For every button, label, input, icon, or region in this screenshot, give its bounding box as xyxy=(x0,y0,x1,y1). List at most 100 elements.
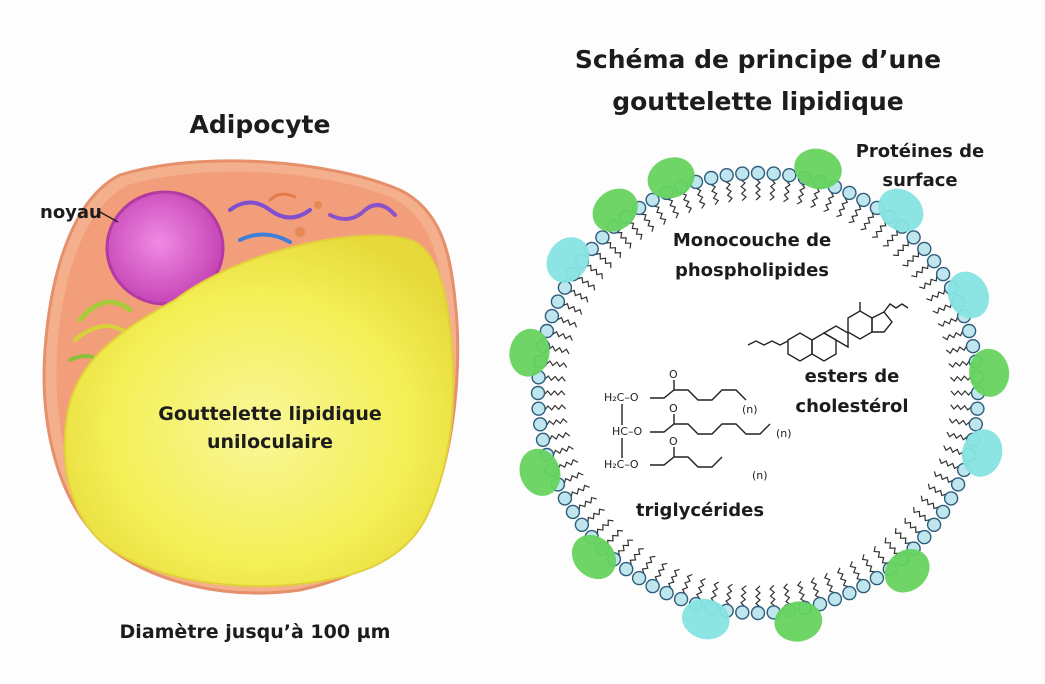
phospholipid-tail xyxy=(628,222,643,240)
esters-label-line1: esters de xyxy=(805,366,900,387)
phospholipid-tail xyxy=(882,229,899,247)
phospholipid-tail xyxy=(950,404,973,411)
schematic-title-line1: Schéma de principe d’une xyxy=(575,45,941,74)
phospholipid-tail xyxy=(904,517,922,534)
phospholipid-head xyxy=(926,254,942,269)
phospholipid-tail xyxy=(949,375,972,382)
phospholipid-head xyxy=(531,401,546,416)
phospholipid-tail xyxy=(810,577,821,599)
phospholipid-tail xyxy=(783,180,791,203)
tg-carbonyl-1: O xyxy=(669,368,678,381)
phospholipid-head xyxy=(595,230,610,245)
tg-row-2: HC–O xyxy=(612,425,642,438)
phospholipid-tail xyxy=(836,197,849,218)
phospholipid-head xyxy=(535,432,551,447)
phospholipid-tail xyxy=(948,360,971,368)
surface-proteins xyxy=(509,148,1010,642)
surface-protein xyxy=(884,548,930,593)
adipocyte-title: Adipocyte xyxy=(190,110,331,139)
phospholipid-head xyxy=(935,266,951,282)
phospholipid-tail xyxy=(740,179,747,202)
phospholipid-tail xyxy=(849,561,863,581)
phospholipid-tail xyxy=(950,390,973,396)
surface-protein xyxy=(519,448,561,496)
phospholipid-tail xyxy=(783,583,791,606)
phospholipid-tail xyxy=(937,316,959,328)
phospholipid-tail xyxy=(556,316,578,328)
phospholipid-tail xyxy=(654,562,668,583)
phospholipid-head xyxy=(827,591,843,607)
phospholipid-tail xyxy=(860,211,875,231)
phospholipid-head xyxy=(842,185,857,201)
phospholipid-tail xyxy=(894,528,911,544)
phospholipid-head xyxy=(719,167,734,183)
surface-protein xyxy=(546,237,590,283)
phospholipid-tail xyxy=(597,519,614,535)
phospholipid-tail xyxy=(617,539,634,557)
phospholipid-tail xyxy=(823,191,835,213)
phospholipid-tail xyxy=(810,186,821,208)
phospholipid-tail xyxy=(543,375,566,382)
tg-row-3: H₂C–O xyxy=(604,458,639,471)
phospholipid-tail xyxy=(681,573,693,595)
phospholipid-tail xyxy=(594,252,612,269)
tg-carbonyl-3: O xyxy=(669,435,678,448)
phospholipid-tail xyxy=(943,445,965,456)
phospholipid-tail xyxy=(769,584,776,607)
phospholipid-tail xyxy=(562,302,583,315)
droplet-core xyxy=(546,181,970,605)
phospholipid-head xyxy=(533,417,548,432)
phospholipid-head xyxy=(631,570,647,586)
phospholipid-tail xyxy=(932,302,953,315)
phospholipid-head xyxy=(869,570,885,586)
phospholipid-tail xyxy=(552,445,574,456)
phospholipid-tail xyxy=(605,242,622,258)
phospholipid-head xyxy=(530,385,546,401)
phospholipid-head xyxy=(965,339,981,354)
phospholipid-tail xyxy=(893,240,909,257)
phospholipid-tail xyxy=(587,508,605,523)
surface-protein xyxy=(592,188,638,232)
phospholipid-tail xyxy=(563,471,584,484)
proteins-label-line2: surface xyxy=(882,170,957,191)
phospholipid-head xyxy=(659,585,674,601)
phospholipid-tail xyxy=(545,360,568,368)
phospholipid-tail xyxy=(836,567,849,588)
phospholipid-tail xyxy=(725,180,733,203)
phospholipid-tail xyxy=(544,404,567,411)
phospholipid-head xyxy=(565,504,581,520)
phospholipid-tail xyxy=(570,484,590,498)
phospholipid-tail xyxy=(557,458,579,470)
phospholipid-tail xyxy=(755,585,761,608)
phospholipid-head xyxy=(766,166,781,181)
phospholipid-head xyxy=(673,591,689,607)
surface-protein xyxy=(794,148,842,190)
phospholipid-tail xyxy=(884,537,900,554)
phospholipid-tail xyxy=(681,192,693,214)
surface-protein xyxy=(774,601,823,642)
surface-protein xyxy=(969,348,1010,397)
phospholipid-head xyxy=(619,561,634,577)
phospholipid-head xyxy=(961,323,977,339)
phospholipid-head xyxy=(842,585,857,601)
phospholipid-tail xyxy=(578,496,597,511)
nucleus xyxy=(105,190,225,306)
surface-protein xyxy=(647,157,695,199)
surface-protein xyxy=(961,429,1003,477)
phospholipid-head xyxy=(856,578,871,594)
monolayer-label-line1: Monocouche de xyxy=(673,230,831,251)
phospholipid-tail xyxy=(926,288,946,302)
esters-label-line2: cholestérol xyxy=(795,396,908,417)
phospholipid-tail xyxy=(919,275,938,290)
adipocyte-figure xyxy=(42,159,460,595)
phospholipid-tail xyxy=(629,548,644,566)
diameter-label: Diamètre jusqu’à 100 µm xyxy=(120,621,391,643)
phospholipid-tail xyxy=(938,458,960,470)
phospholipid-tail xyxy=(710,581,720,603)
tg-n-3: (n) xyxy=(752,469,768,482)
phospholipid-head xyxy=(750,605,766,621)
phospholipid-tail xyxy=(920,495,940,510)
droplet-label-line2: uniloculaire xyxy=(207,431,333,453)
phospholipid-tail xyxy=(616,232,632,249)
surface-protein xyxy=(878,188,924,232)
